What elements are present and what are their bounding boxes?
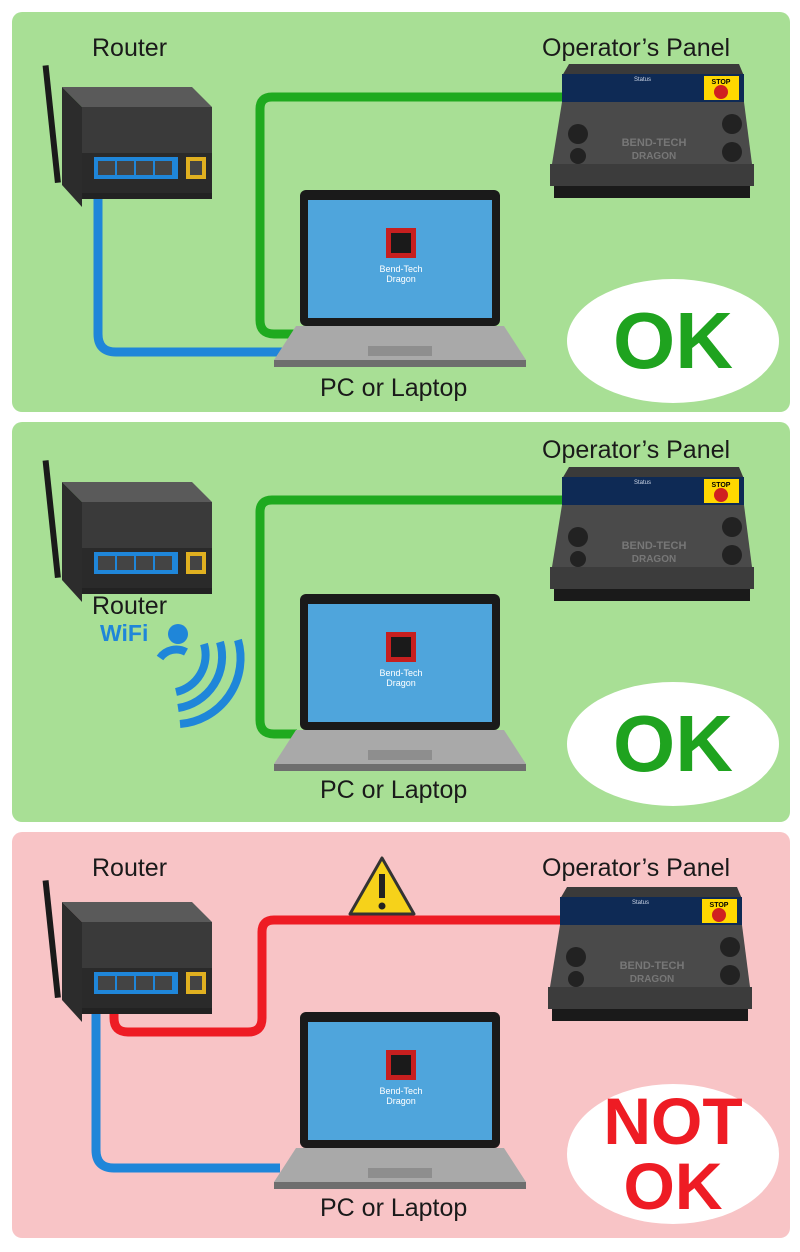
brand-label: BEND-TECH [622, 540, 687, 552]
pc-laptop-label: PC or Laptop [320, 776, 468, 804]
operator-panel-label: Operator’s Panel [542, 854, 731, 882]
model-label: DRAGON [632, 151, 676, 162]
router-label: Router [92, 592, 168, 620]
verdict-badge: OK [567, 279, 779, 403]
scenario-diagram: STOP Status BEND-TECH DRAGON Bend-Tech D… [42, 64, 754, 367]
ethernet-cable-green [255, 495, 577, 739]
laptop-icon: Bend-Tech Dragon [274, 1012, 526, 1189]
brand-label: BEND-TECH [622, 137, 687, 149]
app-name-2: Dragon [386, 1096, 416, 1106]
router-icon [42, 460, 212, 602]
app-name-1: Bend-Tech [379, 668, 422, 678]
router-label: Router [92, 34, 168, 62]
scenario-wifi-ok: STOP Status BEND-TECH DRAGON Bend-Tech D… [12, 422, 790, 822]
operator-panel-label: Operator’s Panel [542, 436, 731, 464]
brand-label: BEND-TECH [620, 960, 685, 972]
router-icon [42, 65, 212, 207]
ethernet-cable-blue [91, 982, 280, 1173]
scenario-both-wired-not-ok: STOP Status BEND-TECH DRAGON Bend-Tech D… [12, 832, 790, 1238]
stop-label: STOP [712, 482, 731, 489]
status-title: Status [634, 77, 651, 83]
operator-panel-icon: STOP Status BEND-TECH DRAGON [550, 64, 754, 198]
wifi-icon [156, 624, 245, 728]
app-name-1: Bend-Tech [379, 1086, 422, 1096]
status-title: Status [634, 480, 651, 486]
wifi-label: WiFi [100, 620, 149, 646]
verdict-badge: NOT OK [567, 1084, 779, 1224]
verdict-text: OK [613, 698, 733, 788]
operator-panel-label: Operator’s Panel [542, 34, 731, 62]
verdict-text-line2: OK [623, 1149, 723, 1223]
operator-panel-icon: STOP Status BEND-TECH DRAGON [550, 467, 754, 601]
app-name-2: Dragon [386, 678, 416, 688]
warning-icon [348, 856, 416, 916]
verdict-text-line1: NOT [603, 1084, 743, 1159]
ethernet-cable-blue [93, 167, 282, 357]
status-title: Status [632, 900, 649, 906]
stop-label: STOP [712, 79, 731, 86]
app-name-2: Dragon [386, 274, 416, 284]
scenario-diagram: STOP Status BEND-TECH DRAGON Bend-Tech D… [42, 460, 754, 771]
verdict-text: OK [613, 295, 733, 385]
model-label: DRAGON [632, 554, 676, 565]
router-icon [42, 880, 212, 1022]
router-label: Router [92, 854, 168, 882]
pc-laptop-label: PC or Laptop [320, 374, 468, 402]
app-name-1: Bend-Tech [379, 264, 422, 274]
ethernet-cable-green [255, 92, 577, 339]
stop-label: STOP [710, 902, 729, 909]
scenario-diagram: STOP Status BEND-TECH DRAGON Bend-Tech D… [42, 856, 752, 1189]
operator-panel-icon: STOP Status BEND-TECH DRAGON [548, 887, 752, 1021]
laptop-icon: Bend-Tech Dragon [274, 594, 526, 771]
laptop-icon: Bend-Tech Dragon [274, 190, 526, 367]
pc-laptop-label: PC or Laptop [320, 1194, 468, 1222]
scenario-wired-ok: STOP Status BEND-TECH DRAGON Bend-Tech D… [12, 12, 790, 412]
ethernet-cable-red [109, 915, 572, 1037]
model-label: DRAGON [630, 974, 674, 985]
verdict-badge: OK [567, 682, 779, 806]
